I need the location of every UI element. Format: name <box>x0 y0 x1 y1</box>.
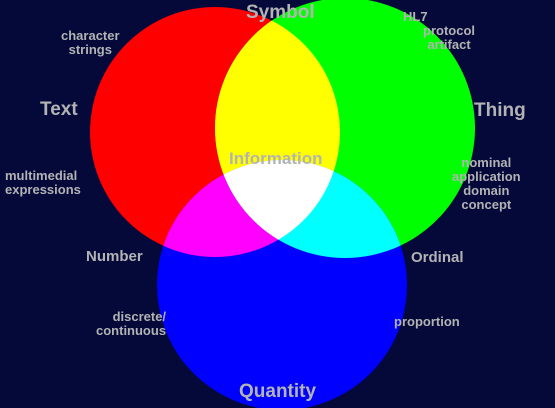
discrete-continuous-note: discrete/continuous <box>96 309 167 338</box>
ordinal-label: Ordinal <box>411 249 464 266</box>
proportion-note: proportion <box>394 314 460 329</box>
number-overlap <box>157 160 340 257</box>
text-label: Text <box>40 99 78 120</box>
hl7-note: HL7 <box>403 9 428 24</box>
thing-label: Thing <box>474 100 526 121</box>
number-label: Number <box>86 248 143 265</box>
information-label: Information <box>229 149 323 168</box>
quantity-label: Quantity <box>239 381 317 402</box>
symbol-label: Symbol <box>246 2 315 23</box>
